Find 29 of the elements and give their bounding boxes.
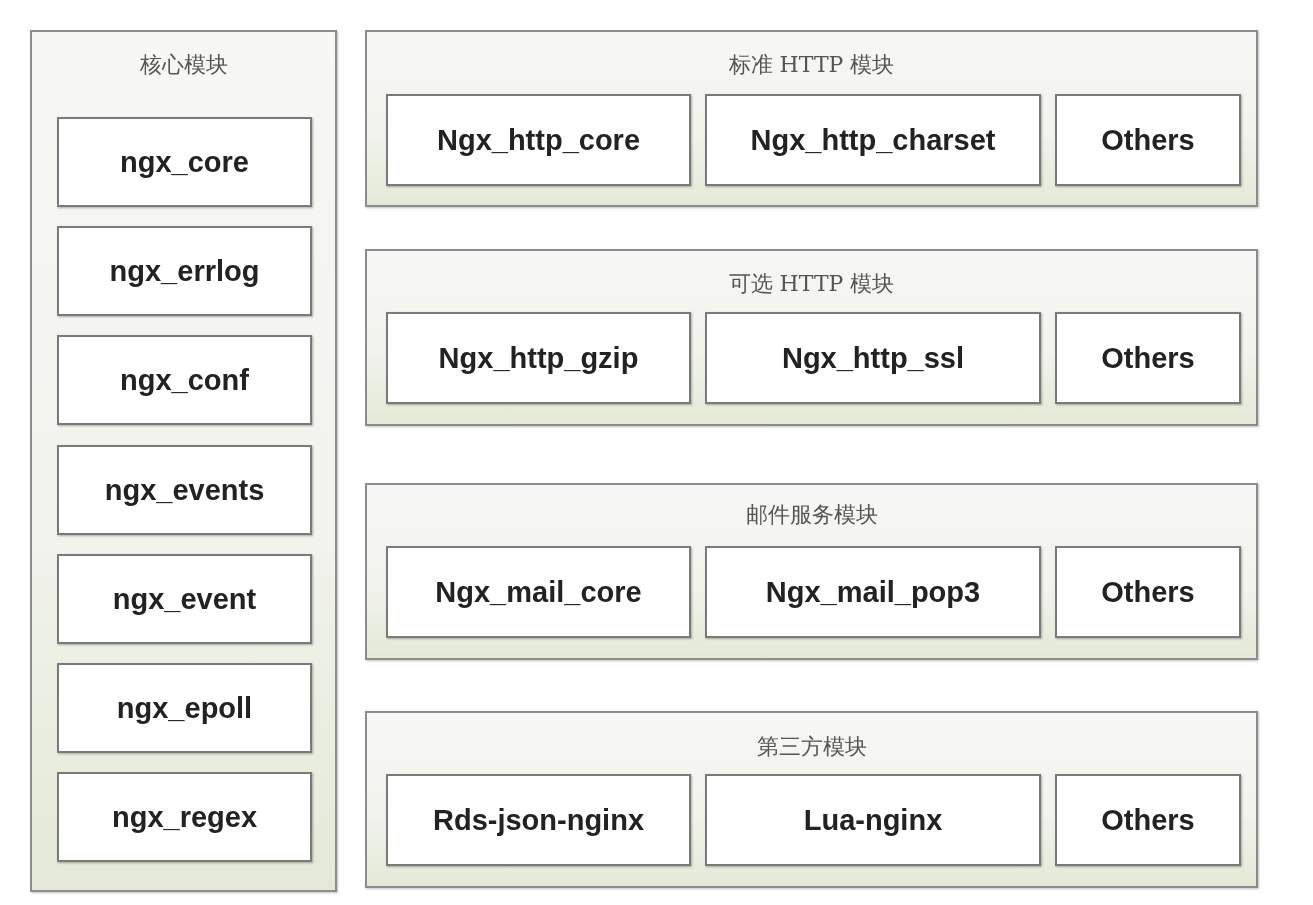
module-box: Rds-json-nginx	[386, 774, 691, 866]
module-box: Ngx_http_charset	[705, 94, 1041, 186]
module-group-panel	[365, 249, 1258, 426]
module-group-panel	[365, 711, 1258, 888]
module-box: Lua-nginx	[705, 774, 1041, 866]
module-box: Ngx_http_gzip	[386, 312, 691, 404]
module-group-panel	[30, 30, 337, 892]
module-box: Ngx_mail_pop3	[705, 546, 1041, 638]
module-box: Ngx_mail_core	[386, 546, 691, 638]
module-box: Others	[1055, 312, 1241, 404]
module-group-panel	[365, 30, 1258, 207]
module-box: ngx_epoll	[57, 663, 312, 753]
module-box: ngx_errlog	[57, 226, 312, 316]
module-box: Ngx_http_core	[386, 94, 691, 186]
module-group-panel	[365, 483, 1258, 660]
module-box: ngx_regex	[57, 772, 312, 862]
group-title: 标准 HTTP 模块	[728, 51, 895, 79]
module-box: Others	[1055, 94, 1241, 186]
group-title: 邮件服务模块	[745, 501, 878, 529]
module-box: Others	[1055, 546, 1241, 638]
group-title: 可选 HTTP 模块	[728, 270, 895, 298]
module-box: ngx_event	[57, 554, 312, 644]
module-box: ngx_events	[57, 445, 312, 535]
module-box: ngx_conf	[57, 335, 312, 425]
group-title: 第三方模块	[756, 733, 867, 761]
module-box: ngx_core	[57, 117, 312, 207]
module-box: Ngx_http_ssl	[705, 312, 1041, 404]
group-title: 核心模块	[139, 51, 228, 79]
module-box: Others	[1055, 774, 1241, 866]
